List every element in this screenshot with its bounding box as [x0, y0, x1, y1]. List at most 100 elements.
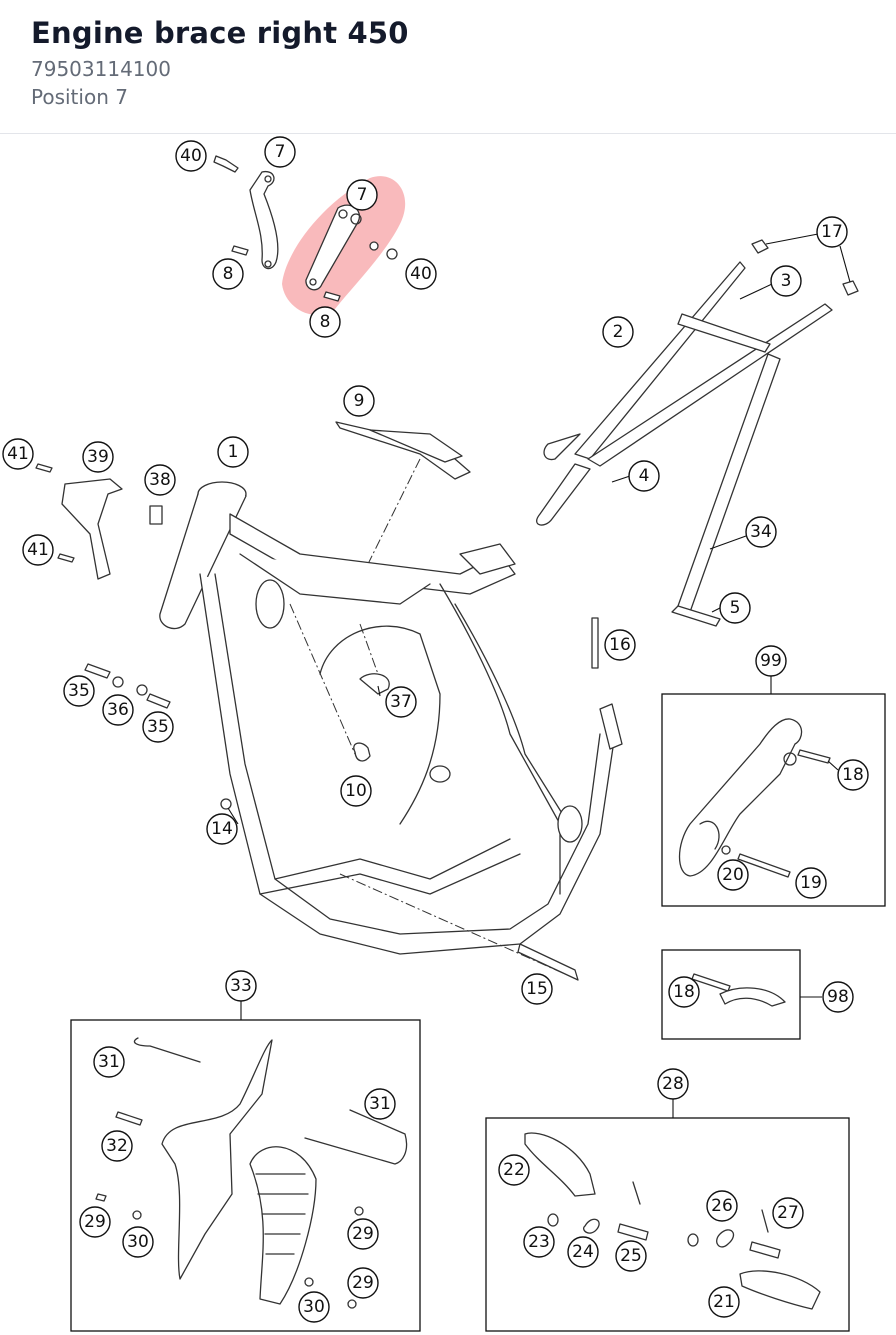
callout-label: 98 — [827, 987, 849, 1007]
callout-29[interactable]: 29 — [347, 1218, 379, 1250]
callout-35[interactable]: 35 — [142, 711, 174, 743]
callout-label: 35 — [147, 717, 169, 737]
callout-37[interactable]: 37 — [385, 686, 417, 718]
callout-40[interactable]: 40 — [405, 258, 437, 290]
callout-5[interactable]: 5 — [719, 592, 751, 624]
subframe[interactable] — [536, 261, 833, 627]
footrest-21[interactable] — [739, 1270, 821, 1310]
callout-9[interactable]: 9 — [343, 385, 375, 417]
callout-label: 27 — [777, 1203, 799, 1223]
callout-label: 24 — [572, 1242, 594, 1262]
callout-29[interactable]: 29 — [347, 1267, 379, 1299]
callout-1[interactable]: 1 — [217, 436, 249, 468]
callout-14[interactable]: 14 — [206, 813, 238, 845]
callout-label: 25 — [620, 1246, 642, 1266]
page-header: Engine brace right 450 79503114100 Posit… — [0, 0, 896, 134]
callout-label: 35 — [68, 681, 90, 701]
callout-label: 7 — [357, 185, 368, 205]
callout-18[interactable]: 18 — [837, 759, 869, 791]
callout-99[interactable]: 99 — [755, 645, 787, 677]
callout-label: 99 — [760, 651, 782, 671]
callout-label: 10 — [345, 781, 367, 801]
callout-40[interactable]: 40 — [175, 140, 207, 172]
callout-38[interactable]: 38 — [144, 464, 176, 496]
main-frame[interactable] — [159, 481, 623, 955]
callout-label: 29 — [352, 1224, 374, 1244]
callout-28[interactable]: 28 — [657, 1068, 689, 1100]
callout-98[interactable]: 98 — [822, 981, 854, 1013]
callout-label: 41 — [7, 444, 29, 464]
callout-20[interactable]: 20 — [717, 859, 749, 891]
callout-label: 9 — [354, 391, 365, 411]
callout-16[interactable]: 16 — [604, 629, 636, 661]
callout-24[interactable]: 24 — [567, 1236, 599, 1268]
callout-label: 29 — [352, 1273, 374, 1293]
callout-label: 40 — [180, 146, 202, 166]
callout-30[interactable]: 30 — [298, 1291, 330, 1323]
callout-label: 21 — [713, 1292, 735, 1312]
callout-label: 28 — [662, 1074, 684, 1094]
callout-33[interactable]: 33 — [225, 970, 257, 1002]
callout-label: 4 — [639, 466, 650, 486]
engine-brace-right-450[interactable] — [305, 204, 362, 291]
callout-label: 14 — [211, 819, 233, 839]
skid-plate-bracket[interactable] — [335, 421, 471, 480]
callout-label: 30 — [127, 1232, 149, 1252]
engine-brace-left[interactable] — [249, 170, 279, 270]
callout-label: 38 — [149, 470, 171, 490]
callout-21[interactable]: 21 — [708, 1286, 740, 1318]
callout-17[interactable]: 17 — [816, 216, 848, 248]
footrest-bracket-99[interactable] — [678, 718, 803, 877]
callout-30[interactable]: 30 — [122, 1226, 154, 1258]
callout-label: 2 — [613, 322, 624, 342]
holder-39[interactable] — [61, 478, 123, 580]
callout-label: 31 — [98, 1052, 120, 1072]
callout-22[interactable]: 22 — [498, 1154, 530, 1186]
page-title: Engine brace right 450 — [31, 16, 409, 50]
callout-35[interactable]: 35 — [63, 675, 95, 707]
callout-label: 39 — [87, 447, 109, 467]
callout-label: 41 — [27, 540, 49, 560]
callout-31[interactable]: 31 — [93, 1046, 125, 1078]
callout-2[interactable]: 2 — [602, 316, 634, 348]
callout-7[interactable]: 7 — [346, 179, 378, 211]
callout-label: 5 — [730, 598, 741, 618]
callout-3[interactable]: 3 — [770, 265, 802, 297]
callout-label: 22 — [503, 1160, 525, 1180]
callout-label: 29 — [84, 1212, 106, 1232]
frame-guard-right[interactable] — [249, 1146, 317, 1305]
box-33 — [70, 1019, 421, 1332]
callout-36[interactable]: 36 — [102, 694, 134, 726]
callout-8[interactable]: 8 — [309, 306, 341, 338]
box-99 — [661, 693, 886, 907]
callout-25[interactable]: 25 — [615, 1240, 647, 1272]
callout-27[interactable]: 27 — [772, 1197, 804, 1229]
callout-32[interactable]: 32 — [101, 1130, 133, 1162]
callout-label: 7 — [275, 142, 286, 162]
callout-34[interactable]: 34 — [745, 516, 777, 548]
callout-label: 30 — [303, 1297, 325, 1317]
callout-8[interactable]: 8 — [212, 258, 244, 290]
callout-19[interactable]: 19 — [795, 867, 827, 899]
callout-label: 8 — [223, 264, 234, 284]
callout-label: 19 — [800, 873, 822, 893]
callout-39[interactable]: 39 — [82, 441, 114, 473]
callout-label: 26 — [711, 1196, 733, 1216]
callout-label: 31 — [369, 1094, 391, 1114]
callout-label: 16 — [609, 635, 631, 655]
callout-4[interactable]: 4 — [628, 460, 660, 492]
frame-guard-left[interactable] — [161, 1039, 273, 1280]
callout-41[interactable]: 41 — [2, 438, 34, 470]
callout-label: 15 — [526, 979, 548, 999]
callout-31[interactable]: 31 — [364, 1088, 396, 1120]
callout-29[interactable]: 29 — [79, 1206, 111, 1238]
callout-18[interactable]: 18 — [668, 976, 700, 1008]
footrest-22[interactable] — [524, 1132, 596, 1197]
callout-15[interactable]: 15 — [521, 973, 553, 1005]
callout-label: 3 — [781, 271, 792, 291]
callout-41[interactable]: 41 — [22, 534, 54, 566]
callout-10[interactable]: 10 — [340, 775, 372, 807]
callout-23[interactable]: 23 — [523, 1226, 555, 1258]
callout-26[interactable]: 26 — [706, 1190, 738, 1222]
callout-7[interactable]: 7 — [264, 136, 296, 168]
